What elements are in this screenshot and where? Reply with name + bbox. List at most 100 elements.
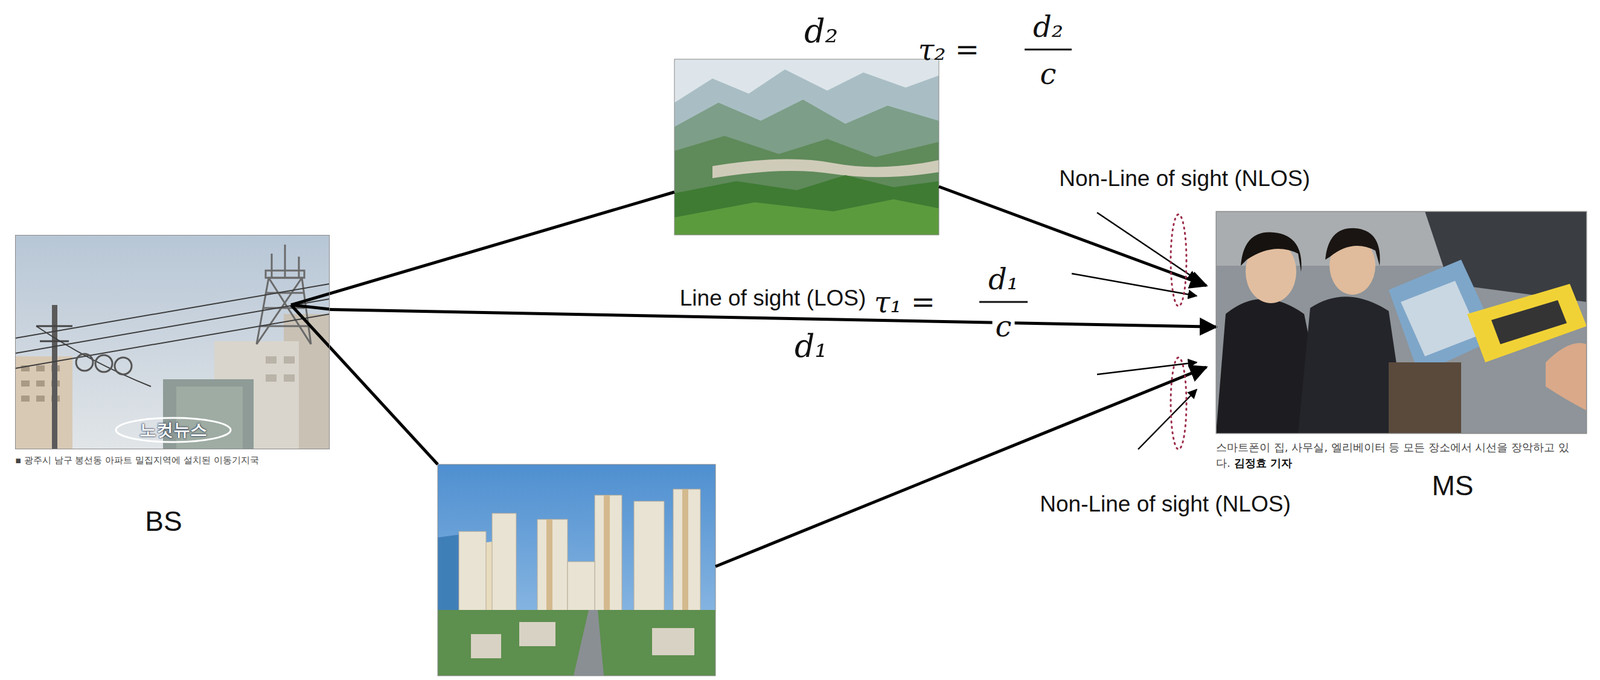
nlos-label: Non-Line of sight (NLOS) <box>1059 166 1310 192</box>
los-path <box>329 309 1216 328</box>
illustration-part <box>1545 342 1587 411</box>
mobile-station-photo: MS <box>1216 211 1587 434</box>
illustration-part <box>492 513 517 616</box>
illustration-part <box>256 277 311 345</box>
illustration-part <box>265 270 305 278</box>
illustration-part <box>15 298 330 354</box>
mountain-photo <box>674 59 939 235</box>
illustration-part <box>1138 389 1197 450</box>
illustration-part <box>437 464 716 676</box>
illustration-part <box>1170 214 1187 307</box>
illustration-part <box>519 621 556 647</box>
illustration-part <box>265 356 295 382</box>
illustration-part <box>1388 362 1462 434</box>
illustration-part <box>36 380 45 387</box>
illustration-part <box>1170 357 1187 450</box>
illustration-part <box>712 159 939 179</box>
illustration-part <box>546 489 689 628</box>
illustration-part <box>1325 228 1381 266</box>
nlos-label: Non-Line of sight (NLOS) <box>1039 492 1291 517</box>
illustration-part <box>265 356 277 364</box>
illustration-part <box>36 395 45 402</box>
illustration-part <box>682 489 689 628</box>
path-length: d₂ <box>804 13 839 49</box>
photo-caption: ▪ 광주시 남구 봉선동 아파트 밀집지역에 설치된 이동기지국 <box>15 454 260 466</box>
station-label: MS <box>1432 469 1474 502</box>
illustration-part <box>674 69 939 235</box>
illustration-part <box>36 325 73 328</box>
illustration-part <box>95 355 113 372</box>
illustration-part <box>1097 212 1197 280</box>
dotted-ellipses <box>1170 214 1187 450</box>
edge-label: Line of sight (LOS) <box>676 286 869 311</box>
illustration-part <box>21 395 30 402</box>
watermark: 노컷뉴스 <box>139 420 208 440</box>
illustration-part <box>15 234 330 450</box>
illustration-part <box>1024 48 1072 51</box>
illustration-part <box>674 199 939 235</box>
illustration-part <box>546 519 553 622</box>
bs-photo <box>15 234 330 450</box>
fraction-denominator: c <box>1040 57 1057 90</box>
illustration-part <box>979 301 1028 304</box>
delay-symbol: τ₂ = <box>918 33 980 66</box>
illustration-part <box>1400 280 1480 357</box>
illustration-part <box>21 380 30 387</box>
illustration-part <box>1097 362 1197 375</box>
caption-block: ▪ 광주시 남구 봉선동 아파트 밀집지역에 설치된 이동기지국 <box>15 452 330 468</box>
illustration-part <box>76 353 132 375</box>
fraction-numerator: d₁ <box>985 263 1022 296</box>
photo-credit: 김정효 기자 <box>1234 456 1293 470</box>
illustration-part <box>36 326 151 387</box>
illustration-part <box>437 464 716 676</box>
path-length: d₁ <box>791 329 831 364</box>
illustration-part <box>674 135 939 235</box>
base-station-photo: BS <box>15 234 330 450</box>
illustration-part <box>470 633 502 659</box>
fraction-numerator: d₂ <box>1033 10 1064 43</box>
illustration-part <box>291 192 675 305</box>
illustration-part <box>15 313 330 369</box>
illustration-part <box>674 59 939 235</box>
illustration-part <box>594 495 622 622</box>
illustration-part <box>573 609 604 676</box>
illustration-part <box>674 59 939 235</box>
illustration-part <box>1071 273 1197 296</box>
illustration-part <box>76 353 93 371</box>
illustration-part <box>674 175 939 235</box>
illustration-part <box>36 365 45 372</box>
illustration-part <box>15 283 330 387</box>
station-label: BS <box>144 504 182 538</box>
illustration-part <box>674 99 939 235</box>
illustration-part <box>652 627 695 656</box>
caption-block: 스마트폰이 집, 사무실, 엘리베이터 등 모든 장소에서 시선을 장악하고 있… <box>1216 439 1587 471</box>
illustration-part <box>256 277 311 345</box>
illustration-part <box>265 374 277 382</box>
illustration-part <box>458 489 701 628</box>
illustration-part <box>938 186 1207 286</box>
illustration-part <box>437 609 716 676</box>
fraction-denominator: c <box>992 310 1015 343</box>
illustration-part <box>291 304 330 310</box>
fraction-bars <box>979 49 1072 302</box>
illustration-part <box>1491 300 1567 345</box>
illustration-part <box>715 367 1207 567</box>
nlos-pointers <box>1071 212 1197 450</box>
illustration-part <box>256 244 311 345</box>
illustration-part <box>673 489 701 628</box>
ms-photo <box>1216 211 1587 434</box>
illustration-part <box>458 531 487 622</box>
illustration-part <box>603 495 610 622</box>
illustration-part <box>283 356 295 364</box>
illustration-part <box>115 417 231 442</box>
illustration-part <box>537 519 568 622</box>
illustration-part <box>1240 232 1302 272</box>
illustration-part <box>114 357 132 375</box>
illustration-part <box>291 304 438 465</box>
illustration-part <box>271 244 299 278</box>
illustration-part <box>15 283 330 339</box>
illustration-part <box>1216 211 1587 434</box>
illustration-part <box>39 340 69 343</box>
city-photo <box>437 464 716 676</box>
